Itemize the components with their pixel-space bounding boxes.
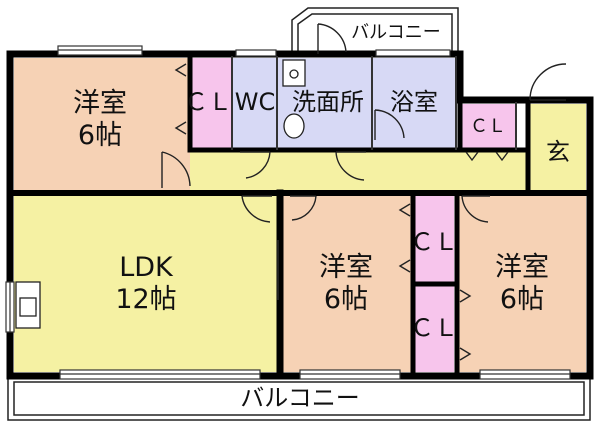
top-balcony-label: バルコニー — [351, 22, 441, 43]
door-entrance — [529, 63, 567, 101]
closet-entry-label: ＣＬ — [470, 116, 506, 137]
closet-top-area — [190, 58, 232, 150]
closet-mid-1-label: ＣＬ — [410, 228, 458, 256]
western-room-2-area — [283, 196, 413, 372]
western-room-3-name: 洋室 — [495, 252, 549, 283]
window-toilet-top — [235, 49, 277, 57]
labels: 洋室 6帖 ＣＬ WC 洗面所 浴室 ＣＬ 玄 LDK 12帖 洋室 6帖 ＣＬ… — [73, 22, 570, 412]
western-room-1-name: 洋室 — [73, 88, 127, 119]
room-fills — [14, 58, 586, 372]
western-room-1-size: 6帖 — [78, 120, 122, 151]
closet-mid-2-area — [414, 286, 454, 372]
fixtures — [15, 59, 306, 329]
door-toilet — [240, 151, 271, 179]
door-ldk — [241, 195, 272, 223]
toilet-bowl-icon — [283, 113, 305, 139]
thin-partitions — [231, 56, 517, 150]
western-room-1-area — [14, 58, 190, 190]
western-room-3-area — [459, 196, 586, 372]
door-closet-mid-1 — [398, 203, 411, 273]
bathroom-area — [372, 58, 456, 150]
door-room3 — [461, 195, 490, 223]
western-room-3-size: 6帖 — [500, 284, 544, 315]
bottom-balcony-rail-inner — [13, 381, 585, 416]
door-washroom — [335, 151, 366, 181]
western-room-2-name: 洋室 — [319, 252, 373, 283]
door-balcony-top — [317, 23, 347, 54]
entrance-label: 玄 — [546, 138, 570, 166]
door-closet-mid-2 — [459, 289, 472, 361]
top-balcony-rail — [291, 7, 459, 56]
closet-mid-1-area — [414, 196, 454, 282]
door-room2 — [290, 195, 317, 221]
door-closet-top — [174, 63, 187, 135]
door-room1-hall — [161, 151, 191, 188]
closet-mid-2-label: ＣＬ — [410, 314, 458, 342]
door-bathroom — [374, 109, 405, 140]
closet-entry-area — [460, 104, 516, 150]
western-room-2-size: 6帖 — [324, 284, 368, 315]
washroom-label: 洗面所 — [292, 88, 364, 116]
balconies — [7, 7, 591, 421]
bottom-balcony-label: バルコニー — [240, 384, 360, 412]
window-bath-top — [375, 49, 451, 57]
bathroom-label: 浴室 — [390, 88, 438, 116]
washbasin-icon — [282, 59, 306, 87]
door-closet-entry — [465, 151, 509, 162]
doors — [161, 23, 567, 361]
walls — [6, 50, 594, 380]
top-balcony-rail-inner — [297, 13, 453, 56]
windows — [5, 45, 571, 380]
ldk-size: 12帖 — [115, 284, 176, 315]
outer-wall — [6, 50, 594, 380]
closet-top-label: ＣＬ — [184, 88, 232, 116]
toilet-label: WC — [235, 88, 276, 116]
ldk-name: LDK — [119, 252, 174, 283]
entrance-area — [530, 104, 586, 190]
toilet-area — [232, 58, 277, 150]
hallway-area — [190, 150, 530, 192]
ldk-area — [14, 196, 278, 372]
